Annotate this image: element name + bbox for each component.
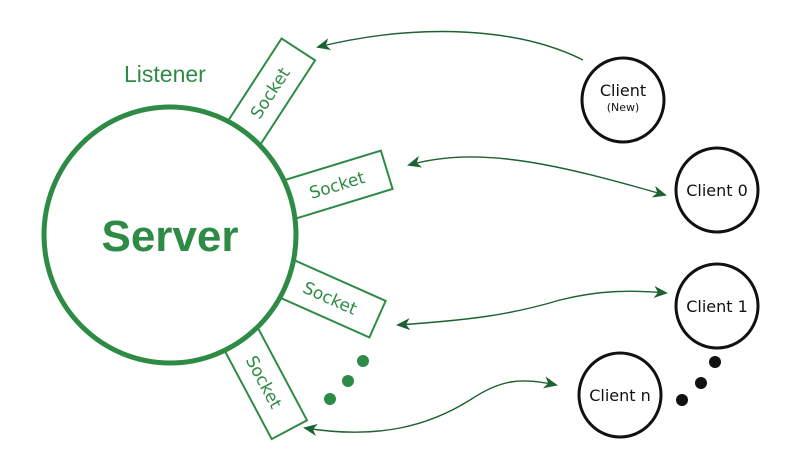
server-circle [41,104,299,366]
ellipsis-dot [357,355,369,367]
ellipsis-dot [709,356,721,368]
ellipsis-dot [676,394,688,406]
client-circle [580,56,666,144]
server-label: Server [101,212,238,261]
client-0-node: Client 0 [674,146,760,234]
ellipsis-dot [342,375,354,387]
client-n-node: Client n [577,351,663,439]
connection-socket-0-client-0 [407,155,667,198]
socket-0: Socket [280,149,394,221]
client-circle [674,262,760,350]
listener-label: Listener [124,61,206,87]
client-sublabel: (New) [607,101,640,114]
client-circle [577,351,663,439]
connection-socket-n-client-n [303,376,558,436]
clients-ellipsis [676,356,721,406]
client-new-node: Client (New) [580,56,666,144]
client-label: Client 1 [686,297,748,316]
server-node: Server [41,104,299,366]
ellipsis-dot [695,377,707,389]
client-1-node: Client 1 [674,262,760,350]
client-label: Client [600,81,646,100]
ellipsis-dot [324,393,336,405]
connection-client-new-to-listener [316,30,584,61]
client-circle [674,146,760,234]
client-label: Client 0 [686,181,748,200]
client-label: Client n [589,386,651,405]
connection-socket-1-client-1 [396,286,668,331]
sockets-ellipsis [324,355,369,405]
